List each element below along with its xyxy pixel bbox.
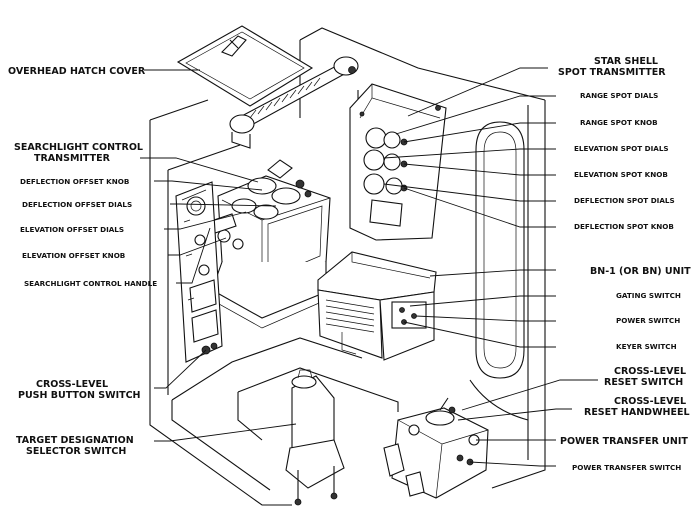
label-deflection-spot-dials: DEFLECTION SPOT DIALS xyxy=(574,196,675,205)
label-star-shell-spot-transmitter-line2: SPOT TRANSMITTER xyxy=(558,67,666,78)
label-star-shell-spot-transmitter-line1: STAR SHELL xyxy=(594,56,658,67)
power-transfer-unit-illustration xyxy=(383,397,489,499)
label-range-spot-knob: RANGE SPOT KNOB xyxy=(580,118,658,127)
label-elevation-offset-dials: ELEVATION OFFSET DIALS xyxy=(20,225,124,234)
enclosure-outline xyxy=(149,27,546,506)
label-cross-level-push-button-switch-line1: CROSS-LEVEL xyxy=(36,379,108,390)
label-elevation-spot-knob: ELEVATION SPOT KNOB xyxy=(574,170,668,179)
label-elevation-offset-knob: ELEVATION OFFSET KNOB xyxy=(22,251,125,260)
label-target-designation-selector-switch-line2: SELECTOR SWITCH xyxy=(26,446,126,457)
label-cross-level-reset-switch-line1: CROSS-LEVEL xyxy=(614,366,686,377)
label-cross-level-push-button-switch-line2: PUSH BUTTON SWITCH xyxy=(18,390,141,401)
overhead-hatch-cover-illustration xyxy=(176,25,359,149)
label-searchlight-control-transmitter-line2: TRANSMITTER xyxy=(34,153,111,164)
label-searchlight-control-handle: SEARCHLIGHT CONTROL HANDLE xyxy=(24,279,157,288)
label-deflection-offset-knob: DEFLECTION OFFSET KNOB xyxy=(20,177,129,186)
label-elevation-spot-dials: ELEVATION SPOT DIALS xyxy=(574,144,669,153)
labels: OVERHEAD HATCH COVER SEARCHLIGHT CONTROL… xyxy=(8,56,691,472)
label-power-transfer-switch: POWER TRANSFER SWITCH xyxy=(572,463,681,472)
target-designation-selector-illustration xyxy=(285,369,345,506)
label-cross-level-reset-handwheel-line1: CROSS-LEVEL xyxy=(614,396,686,407)
label-searchlight-control-transmitter-line1: SEARCHLIGHT CONTROL xyxy=(14,142,143,153)
label-cross-level-reset-switch-line2: RESET SWITCH xyxy=(604,377,683,388)
label-deflection-spot-knob: DEFLECTION SPOT KNOB xyxy=(574,222,674,231)
star-shell-spot-transmitter-illustration xyxy=(349,83,447,241)
label-cross-level-reset-handwheel-line2: RESET HANDWHEEL xyxy=(584,407,690,418)
label-power-transfer-unit: POWER TRANSFER UNIT xyxy=(560,436,688,447)
label-bn1-unit: BN-1 (OR BN) UNIT xyxy=(590,266,691,277)
label-range-spot-dials: RANGE SPOT DIALS xyxy=(580,91,658,100)
label-gating-switch: GATING SWITCH xyxy=(616,291,681,300)
wall-switch-panel-illustration xyxy=(175,181,223,363)
label-overhead-hatch-cover: OVERHEAD HATCH COVER xyxy=(8,66,146,77)
leader-lines xyxy=(140,67,598,467)
label-keyer-switch: KEYER SWITCH xyxy=(616,342,677,351)
label-deflection-offset-dials: DEFLECTION OFFSET DIALS xyxy=(22,200,132,209)
searchlight-control-transmitter-illustration xyxy=(207,159,331,329)
bn1-unit-illustration xyxy=(317,251,437,361)
label-target-designation-selector-switch-line1: TARGET DESIGNATION xyxy=(16,435,134,446)
label-power-switch: POWER SWITCH xyxy=(616,316,680,325)
